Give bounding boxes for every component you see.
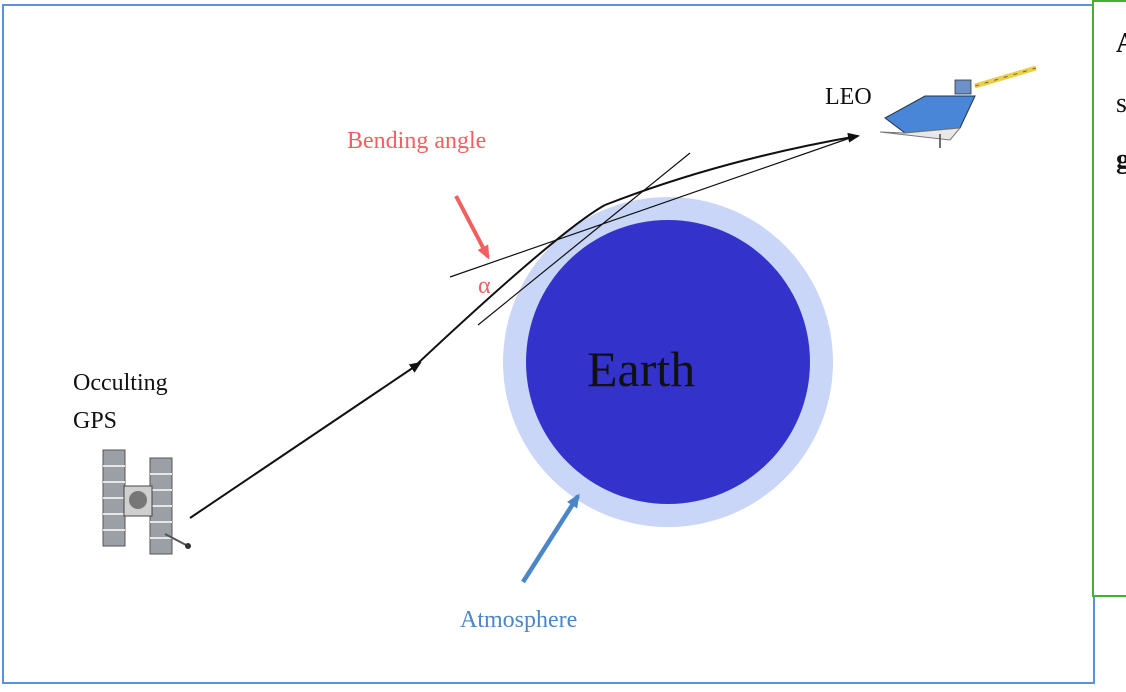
side-panel-line-3: g bbox=[1116, 146, 1126, 174]
earth-disc bbox=[526, 220, 810, 504]
bending-angle-label: Bending angle bbox=[347, 128, 486, 154]
leo-label: LEO bbox=[825, 84, 872, 110]
ray-segment-bent bbox=[414, 204, 606, 367]
ray-segment-gps bbox=[189, 361, 422, 519]
tangent-line-leo bbox=[449, 137, 851, 278]
occulting-label-line1: Occulting bbox=[73, 370, 168, 396]
atmosphere-label: Atmosphere bbox=[460, 607, 577, 633]
tangent-line-gps bbox=[477, 152, 691, 326]
earth-label: Earth bbox=[587, 341, 695, 397]
alpha-label: α bbox=[478, 273, 491, 299]
atmosphere-arrow bbox=[521, 493, 580, 584]
leo-satellite-icon bbox=[879, 65, 1037, 148]
side-text-panel: A s g bbox=[1092, 0, 1126, 597]
ray-segment-leo bbox=[604, 132, 860, 206]
side-panel-line-1: A bbox=[1116, 30, 1126, 58]
gps-satellite-icon bbox=[102, 449, 191, 555]
occulting-label-line2: GPS bbox=[73, 408, 117, 434]
bending-angle-arrow bbox=[454, 195, 490, 260]
side-panel-line-2: s bbox=[1116, 88, 1126, 119]
